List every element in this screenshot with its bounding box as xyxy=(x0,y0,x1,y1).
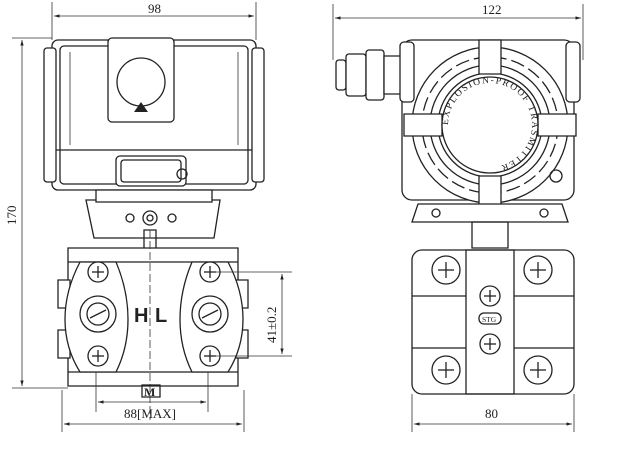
low-pressure-flange xyxy=(180,262,243,372)
flange-bolts xyxy=(432,256,552,384)
front-view: H L xyxy=(44,38,264,420)
cable-entry xyxy=(108,38,174,122)
dim-width-122: 122 xyxy=(482,2,502,17)
dim-flange-88max: 88[MAX] xyxy=(124,406,176,421)
side-view: EXPLOSION-PROOF TRASMITTER STG xyxy=(336,40,580,394)
front-dimensions: 98 170 41±0.2 M 88[MAX] xyxy=(4,1,292,432)
low-side-label: L xyxy=(155,305,167,327)
high-side-label: H xyxy=(134,305,148,327)
dim-width-98: 98 xyxy=(148,1,161,16)
flange-tag: STG xyxy=(482,315,497,324)
mount-marker: M xyxy=(144,385,155,399)
dim-height-170: 170 xyxy=(4,206,19,226)
cable-gland xyxy=(336,50,406,100)
side-dimensions: 122 80 xyxy=(333,2,583,432)
dim-port-spacing: 41±0.2 xyxy=(264,307,279,343)
high-pressure-flange xyxy=(65,262,128,372)
dim-width-80: 80 xyxy=(485,406,498,421)
